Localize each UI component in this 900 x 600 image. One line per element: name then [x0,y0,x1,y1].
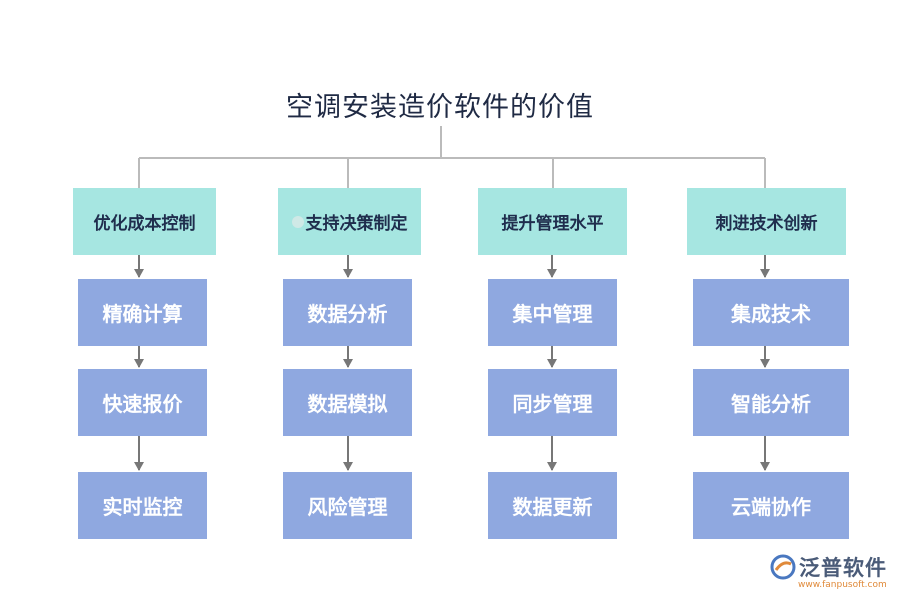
branch-2-item-3: 风险管理 [283,472,412,539]
branch-4-item-3: 云端协作 [693,472,849,539]
branch-2-item-2: 数据模拟 [283,369,412,436]
branch-item-label: 智能分析 [731,392,811,416]
branch-head-label: 支持决策制定 [305,214,408,234]
branch-item-label: 数据分析 [307,302,388,326]
branch-head-3: 提升管理水平 [478,188,627,255]
arrowhead-3-2 [547,359,557,368]
branch-1-item-1: 精确计算 [78,279,207,346]
arrowhead-3-1 [547,269,557,278]
branch-4-item-1: 集成技术 [693,279,849,346]
brand-name: 泛普软件 [799,556,887,580]
branch-4-item-2: 智能分析 [693,369,849,436]
branch-3-item-3: 数据更新 [488,472,617,539]
branch-item-label: 云端协作 [731,495,811,519]
branch-3-item-2: 同步管理 [488,369,617,436]
branch-1-item-3: 实时监控 [78,472,207,539]
branch-2-item-1: 数据分析 [283,279,412,346]
watermark-icon [291,215,304,228]
branch-item-label: 同步管理 [512,392,593,416]
arrowhead-1-3 [134,462,144,471]
arrowhead-2-1 [343,269,353,278]
branch-head-label: 优化成本控制 [93,214,196,234]
branch-item-label: 快速报价 [102,392,183,416]
branch-head-2: 支持决策制定 [278,188,421,255]
arrowhead-4-1 [760,269,770,278]
branch-3-item-1: 集中管理 [488,279,617,346]
branch-item-label: 数据更新 [512,495,593,519]
branch-head-label: 提升管理水平 [501,214,604,234]
branch-item-label: 集成技术 [731,302,811,326]
arrowhead-2-2 [343,359,353,368]
arrowhead-4-2 [760,359,770,368]
branch-item-label: 风险管理 [307,495,388,519]
branch-item-label: 数据模拟 [307,392,388,416]
branch-item-label: 精确计算 [102,302,183,326]
arrowhead-2-3 [343,462,353,471]
brand-logo: 泛普软件 [770,552,887,582]
branch-item-label: 集中管理 [512,302,593,326]
branch-item-label: 实时监控 [102,495,183,519]
arrowhead-4-3 [760,462,770,471]
branch-head-4: 刺进技术创新 [687,188,846,255]
branch-head-1: 优化成本控制 [73,188,216,255]
branch-1-item-2: 快速报价 [78,369,207,436]
brand-url: www.fanpusoft.com [798,580,887,590]
diagram-title: 空调安装造价软件的价值 [286,92,594,123]
branch-head-label: 刺进技术创新 [715,214,818,234]
fanpu-logo-icon [770,554,796,580]
arrowhead-1-2 [134,359,144,368]
arrowhead-1-1 [134,269,144,278]
arrowhead-3-3 [547,462,557,471]
